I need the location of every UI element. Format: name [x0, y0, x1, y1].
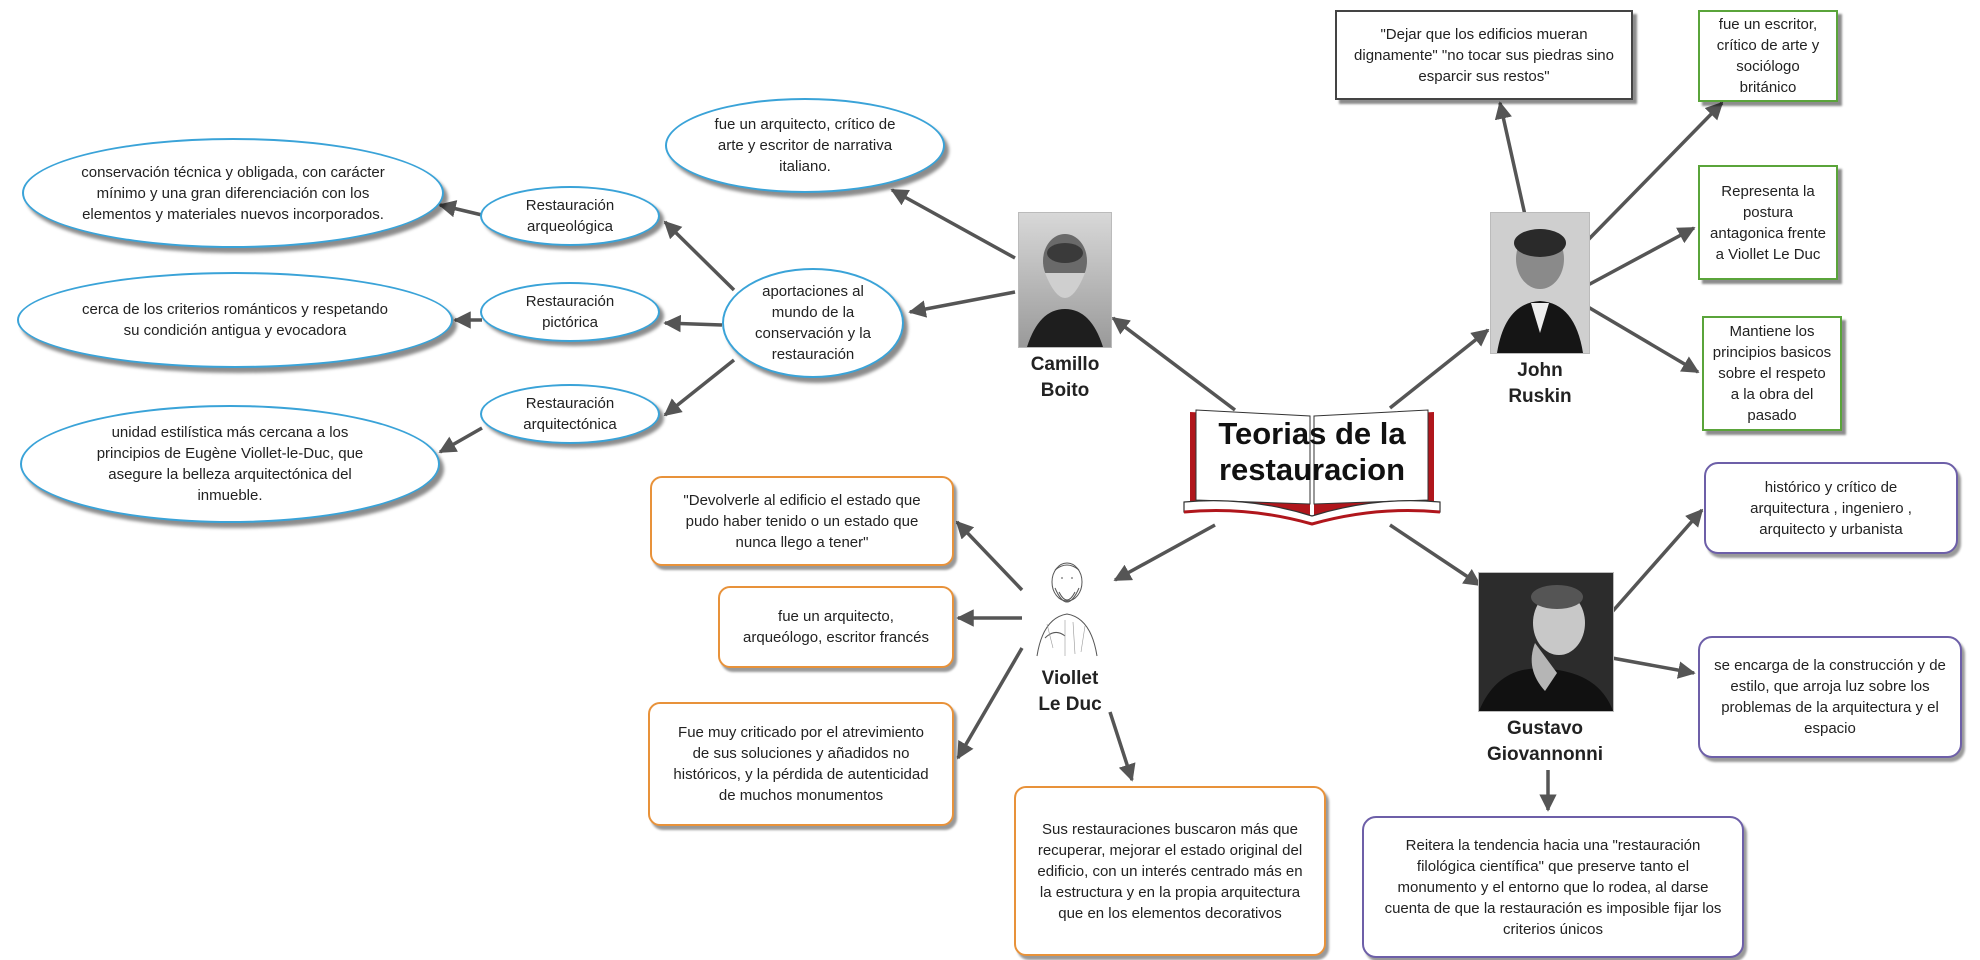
arrow-ruskin-quote	[1494, 101, 1527, 216]
portrait-icon	[1479, 573, 1613, 711]
viollet-restorations-node[interactable]: Sus restauraciones buscaron más que recu…	[1014, 786, 1326, 956]
arrow-aport-arqt	[663, 358, 736, 417]
giovannoni-portrait	[1478, 572, 1614, 712]
viollet-bio-node[interactable]: fue un arquitecto, arqueólogo, escritor …	[718, 586, 954, 668]
giovannoni-bio-node[interactable]: histórico y crítico de arquitectura , in…	[1704, 462, 1958, 554]
ruskin-name: John Ruskin	[1508, 360, 1572, 407]
portrait-icon	[1491, 213, 1589, 353]
boito-aportaciones-node[interactable]: aportaciones al mundo de la conservación…	[722, 268, 904, 378]
central-title: Teorias de la restauracion	[1218, 416, 1406, 487]
arquitectonica-desc-node[interactable]: unidad estilística más cercana a los pri…	[20, 405, 440, 523]
restauracion-arquitectonica-node[interactable]: Restauración arquitectónica	[480, 384, 660, 444]
arrow-giov-role	[1611, 656, 1696, 679]
ruskin-quote-node[interactable]: "Dejar que los edificios mueran dignamen…	[1335, 10, 1633, 100]
central-topic[interactable]: Teorias de la restauracion	[1178, 408, 1446, 526]
viollet-quote-node[interactable]: "Devolverle al edificio el estado que pu…	[650, 476, 954, 566]
arrow-center-ruskin	[1388, 328, 1490, 410]
boito-bio-node[interactable]: fue un arquitecto, crítico de arte y esc…	[665, 98, 945, 193]
arrow-center-viollet	[1113, 523, 1216, 582]
arrow-center-boito	[1111, 316, 1237, 412]
arrow-giov-bio	[1610, 508, 1704, 614]
ruskin-principios-node[interactable]: Mantiene los principios basicos sobre el…	[1702, 316, 1842, 431]
arqueologica-desc-node[interactable]: conservación técnica y obligada, con car…	[22, 138, 444, 248]
open-book-icon	[1183, 409, 1441, 526]
arrow-arqt-desc	[438, 426, 483, 454]
arrow-boito-aportaciones	[908, 290, 1016, 318]
arrow-aport-pict	[663, 314, 723, 333]
giovannoni-role-node[interactable]: se encarga de la construcción y de estil…	[1698, 636, 1962, 758]
ruskin-bio-node[interactable]: fue un escritor, crítico de arte y soció…	[1698, 10, 1838, 102]
arrow-ruskin-postura	[1587, 226, 1696, 287]
giovannoni-tendency-node[interactable]: Reitera la tendencia hacia una "restaura…	[1362, 816, 1744, 958]
arrow-viollet-restorations	[1108, 711, 1136, 782]
giovannoni-name: Gustavo Giovannonni	[1486, 718, 1604, 765]
ruskin-portrait	[1490, 212, 1590, 354]
restauracion-pictorica-node[interactable]: Restauración pictórica	[480, 282, 660, 342]
boito-portrait	[1018, 212, 1112, 348]
arrow-boito-bio	[890, 188, 1016, 260]
viollet-portrait	[1025, 548, 1109, 660]
portrait-icon	[1019, 213, 1111, 347]
arrow-aport-arq	[663, 220, 736, 292]
arrow-arq-desc	[438, 200, 483, 218]
arrow-ruskin-principios	[1587, 305, 1700, 374]
viollet-name: Viollet Le Duc	[1038, 668, 1102, 715]
sketch-portrait-icon	[1025, 548, 1109, 660]
arrow-ruskin-bio	[1586, 101, 1724, 242]
pictorica-desc-node[interactable]: cerca de los criterios románticos y resp…	[17, 272, 453, 368]
boito-name: Camillo Boito	[1030, 354, 1100, 401]
viollet-criticism-node[interactable]: Fue muy criticado por el atrevimiento de…	[648, 702, 954, 826]
arrow-viollet-quote	[955, 520, 1024, 592]
arrow-viollet-criticism	[956, 647, 1024, 760]
restauracion-arqueologica-node[interactable]: Restauración arqueológica	[480, 186, 660, 246]
ruskin-postura-node[interactable]: Representa la postura antagonica frente …	[1698, 165, 1838, 280]
arrow-center-giovannoni	[1389, 523, 1482, 587]
